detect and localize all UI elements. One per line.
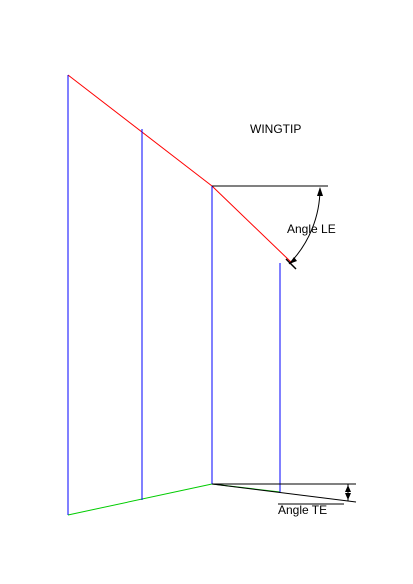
ribs <box>67 75 281 515</box>
angle-te-arrowhead-bottom <box>345 493 351 500</box>
leading-edge <box>67 74 293 264</box>
angle-le-label: Angle LE <box>287 222 336 236</box>
angle-te-arrowhead-top <box>345 485 351 492</box>
angle-le-tick <box>285 258 297 270</box>
angle-te-label: Angle TE <box>278 503 327 517</box>
angle-le-arrowhead-bottom <box>289 257 297 264</box>
leading-edge-inner-segment <box>67 74 213 187</box>
angle-te-dimension: Angle TE <box>211 483 357 517</box>
angle-le-arc <box>288 187 321 265</box>
angle-te-extension-line <box>211 483 357 503</box>
angle-le-dimension: Angle LE <box>212 185 336 270</box>
wingtip-label: WINGTIP <box>250 122 301 136</box>
angle-le-arrowhead-top <box>317 187 323 196</box>
leading-edge-outer-segment <box>211 185 293 264</box>
trailing-edge-inner-segment <box>67 483 213 516</box>
